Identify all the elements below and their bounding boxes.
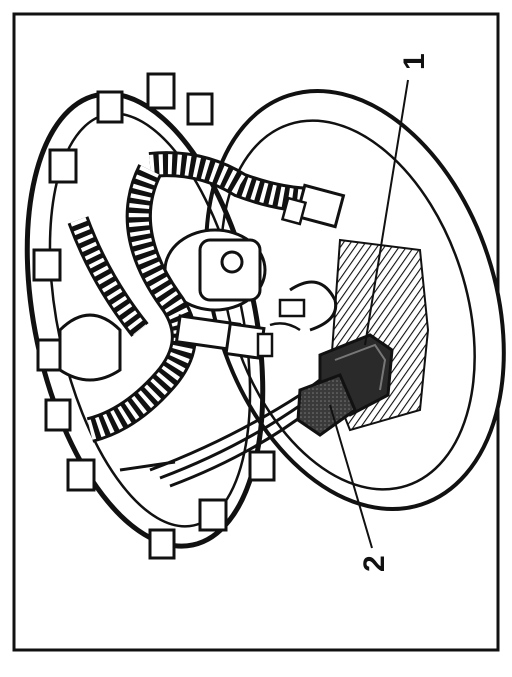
fuel-hose-lower xyxy=(67,164,197,443)
pump-body xyxy=(58,228,267,382)
hose-fitting-upper xyxy=(280,183,346,229)
leader-line-2 xyxy=(329,404,373,549)
connector-plug xyxy=(296,373,357,437)
wire-clip xyxy=(269,280,338,332)
callout-1: 1 xyxy=(398,53,431,70)
callout-2: 2 xyxy=(358,555,391,572)
hose-fitting-lower xyxy=(174,314,274,360)
leader-line-1 xyxy=(364,79,409,346)
